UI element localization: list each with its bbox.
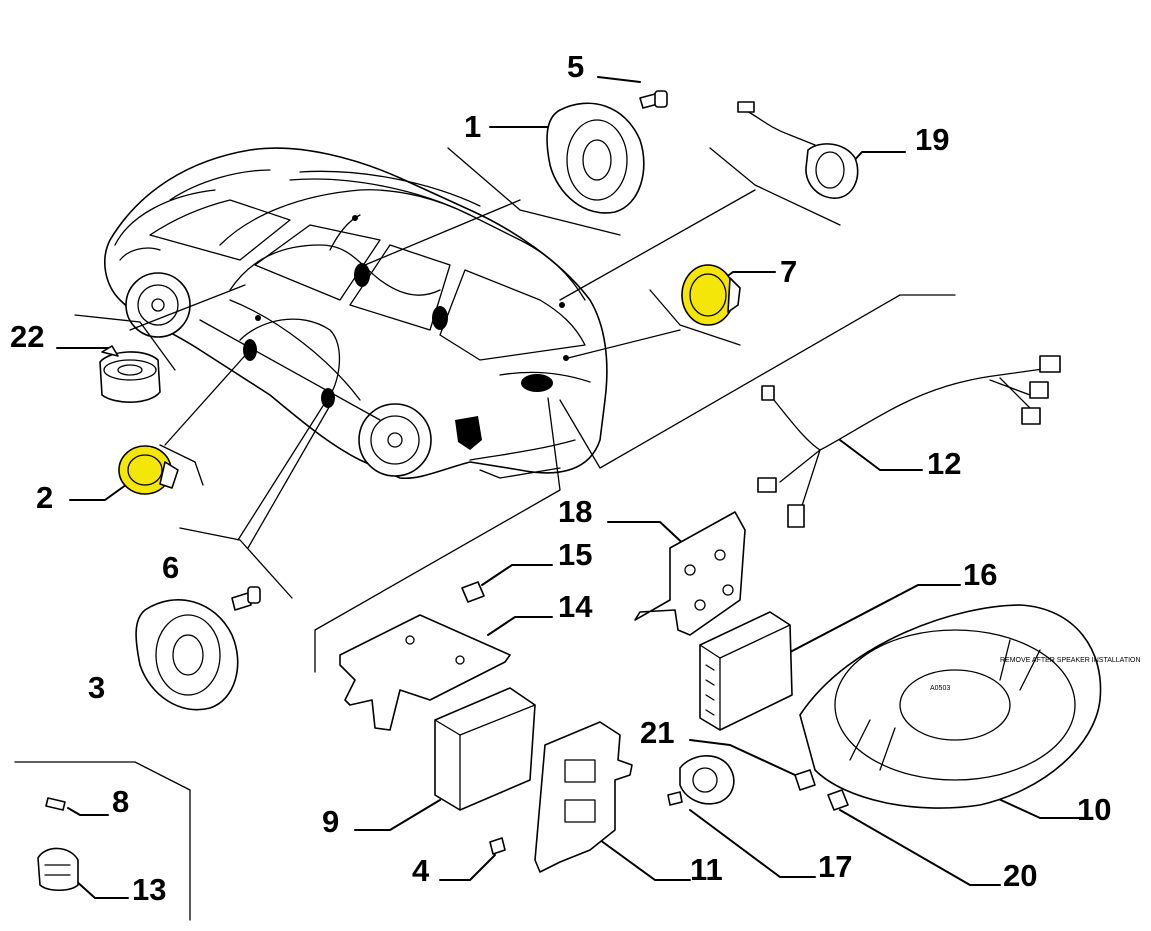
- callout-5: 5: [567, 49, 584, 84]
- callout-4: 4: [412, 853, 430, 888]
- callout-20: 20: [1003, 858, 1037, 893]
- part-10-subwoofer: REMOVE AFTER SPEAKER INSTALLATION A0503: [799, 604, 1141, 809]
- part-1-speaker: [546, 102, 645, 214]
- part-3-speaker: [135, 599, 239, 711]
- callout-10: 10: [1077, 792, 1111, 827]
- part-4-screw: [489, 837, 506, 855]
- callout-6: 6: [162, 550, 179, 585]
- callout-3: 3: [88, 670, 105, 705]
- callout-14: 14: [558, 589, 593, 624]
- subwoofer-part-code: A0503: [930, 685, 950, 692]
- callout-19: 19: [915, 122, 949, 157]
- callout-22: 22: [10, 319, 44, 354]
- part-16-module: [699, 611, 793, 731]
- callout-21: 21: [640, 715, 674, 750]
- part-13-connector: [37, 847, 79, 892]
- callout-16: 16: [963, 557, 997, 592]
- callout-8: 8: [112, 784, 129, 819]
- part-5-screw: [639, 90, 668, 109]
- part-19-tweeter: [737, 101, 859, 199]
- part-12-harness: [757, 355, 1061, 528]
- callout-1: 1: [464, 109, 481, 144]
- part-8-screw: [45, 797, 66, 811]
- callout-7: 7: [780, 254, 797, 289]
- part-20-screw: [827, 789, 849, 811]
- callout-15: 15: [558, 537, 592, 572]
- part-11-bracket: [534, 721, 633, 873]
- callout-9: 9: [322, 804, 339, 839]
- part-17-tweeter: [667, 755, 735, 806]
- callout-11: 11: [690, 852, 723, 887]
- callout-labels: 1 2 3 4 5 6 7 8 9 10 11 12 13 14 15 16 1…: [10, 49, 1111, 907]
- part-2-speaker-highlighted: [118, 445, 179, 495]
- car-illustration: [104, 147, 608, 480]
- subwoofer-marking: REMOVE AFTER SPEAKER INSTALLATION: [1000, 657, 1141, 664]
- part-22-tweeter: [99, 345, 161, 403]
- part-14-bracket: [339, 614, 511, 731]
- callout-12: 12: [927, 446, 961, 481]
- part-18-bracket: [634, 511, 746, 636]
- part-15-clip: [461, 581, 485, 603]
- part-9-control-unit: [434, 687, 536, 811]
- callout-17: 17: [818, 849, 852, 884]
- leader-lines: [14, 76, 1081, 921]
- callout-13: 13: [132, 872, 166, 907]
- part-21-clip: [794, 769, 816, 791]
- callout-18: 18: [558, 494, 592, 529]
- part-6-screw: [231, 586, 261, 611]
- callout-2: 2: [36, 480, 53, 515]
- part-7-speaker-highlighted: [681, 264, 741, 326]
